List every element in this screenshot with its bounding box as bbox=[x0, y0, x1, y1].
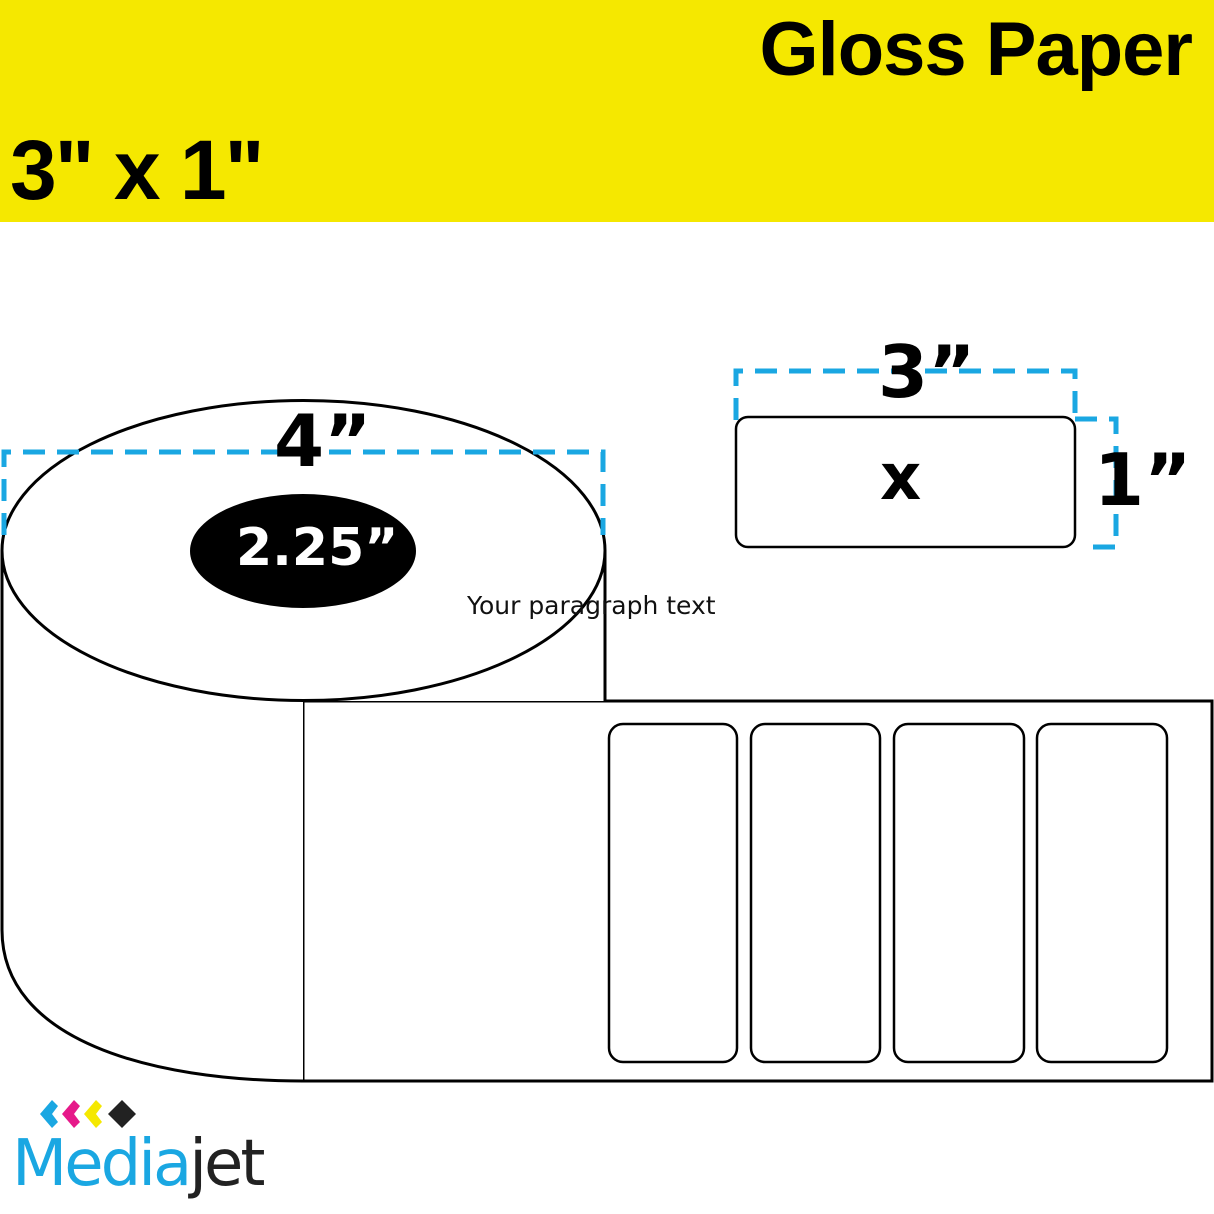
label-width-label: 3” bbox=[878, 330, 976, 414]
placeholder-paragraph: Your paragraph text bbox=[467, 591, 716, 620]
label-size-title: 3" x 1" bbox=[10, 123, 264, 217]
dimension-lines bbox=[1, 368, 1119, 550]
roll-diameter-label: 4” bbox=[274, 399, 372, 483]
header-banner: Gloss Paper 3" x 1" bbox=[0, 0, 1214, 222]
cmyk-chevrons-icon bbox=[40, 1100, 136, 1128]
roll-side bbox=[0, 550, 304, 1083]
label-height-label: 1” bbox=[1094, 438, 1192, 522]
roll-core bbox=[190, 494, 416, 608]
label-separator-x: x bbox=[880, 441, 922, 515]
labels-on-liner bbox=[607, 722, 1169, 1064]
product-title: Gloss Paper bbox=[759, 7, 1193, 92]
brand-wordmark: Mediajet bbox=[12, 1127, 265, 1201]
label-detail-shape bbox=[734, 415, 1077, 549]
core-diameter-label: 2.25” bbox=[236, 518, 399, 578]
